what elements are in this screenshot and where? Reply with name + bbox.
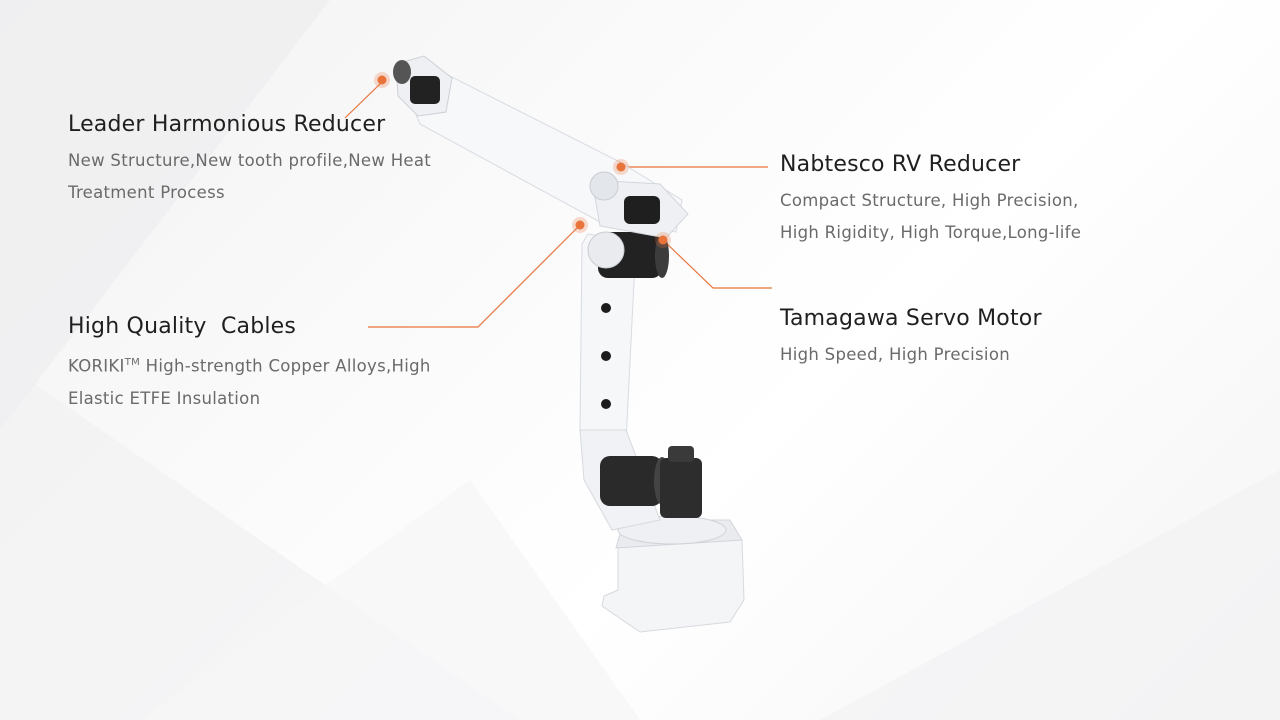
feature-description: KORIKITM High-strength Copper Alloys,Hig… — [68, 347, 458, 415]
robot-arm-icon — [393, 55, 745, 633]
hotspot-servo-icon — [655, 232, 671, 248]
hotspot-cables-icon — [572, 217, 588, 233]
feature-title: Tamagawa Servo Motor — [780, 306, 1042, 331]
feature-desc-text: High-strength Copper Alloys,High — [140, 356, 431, 376]
callout-line-servo — [662, 239, 772, 289]
feature-desc-line: Elastic ETFE Insulation — [68, 388, 261, 408]
feature-quality-cables: High Quality Cables KORIKITM High-streng… — [68, 314, 458, 415]
feature-title: High Quality Cables — [68, 314, 297, 339]
feature-description: High Speed, High Precision — [780, 339, 1120, 371]
feature-desc-line: High Rigidity, High Torque,Long-life — [780, 223, 1082, 242]
feature-desc-line: High Speed, High Precision — [780, 345, 1010, 364]
feature-title: Leader Harmonious Reducer — [68, 112, 386, 137]
brand-name: KORIKI — [68, 356, 125, 376]
feature-description: New Structure,New tooth profile,New Heat… — [68, 145, 458, 209]
hotspot-nabtesco-icon — [613, 159, 629, 175]
feature-description: Compact Structure, High Precision, High … — [780, 185, 1120, 249]
feature-desc-line: Treatment Process — [68, 183, 225, 202]
feature-desc-line: New Structure,New tooth profile,New Heat — [68, 151, 432, 170]
feature-desc-line: Compact Structure, High Precision, — [780, 191, 1079, 210]
trademark-mark: TM — [124, 357, 141, 368]
feature-nabtesco-reducer: Nabtesco RV Reducer Compact Structure, H… — [780, 152, 1120, 249]
callout-line-harmonic — [344, 81, 383, 119]
hotspot-harmonic-icon — [374, 72, 390, 88]
callout-line-cables — [368, 224, 581, 328]
feature-servo-motor: Tamagawa Servo Motor High Speed, High Pr… — [780, 306, 1120, 371]
feature-desc-line: KORIKITM High-strength Copper Alloys,Hig… — [68, 347, 458, 383]
feature-title: Nabtesco RV Reducer — [780, 152, 1021, 177]
feature-harmonic-reducer: Leader Harmonious Reducer New Structure,… — [68, 112, 458, 209]
